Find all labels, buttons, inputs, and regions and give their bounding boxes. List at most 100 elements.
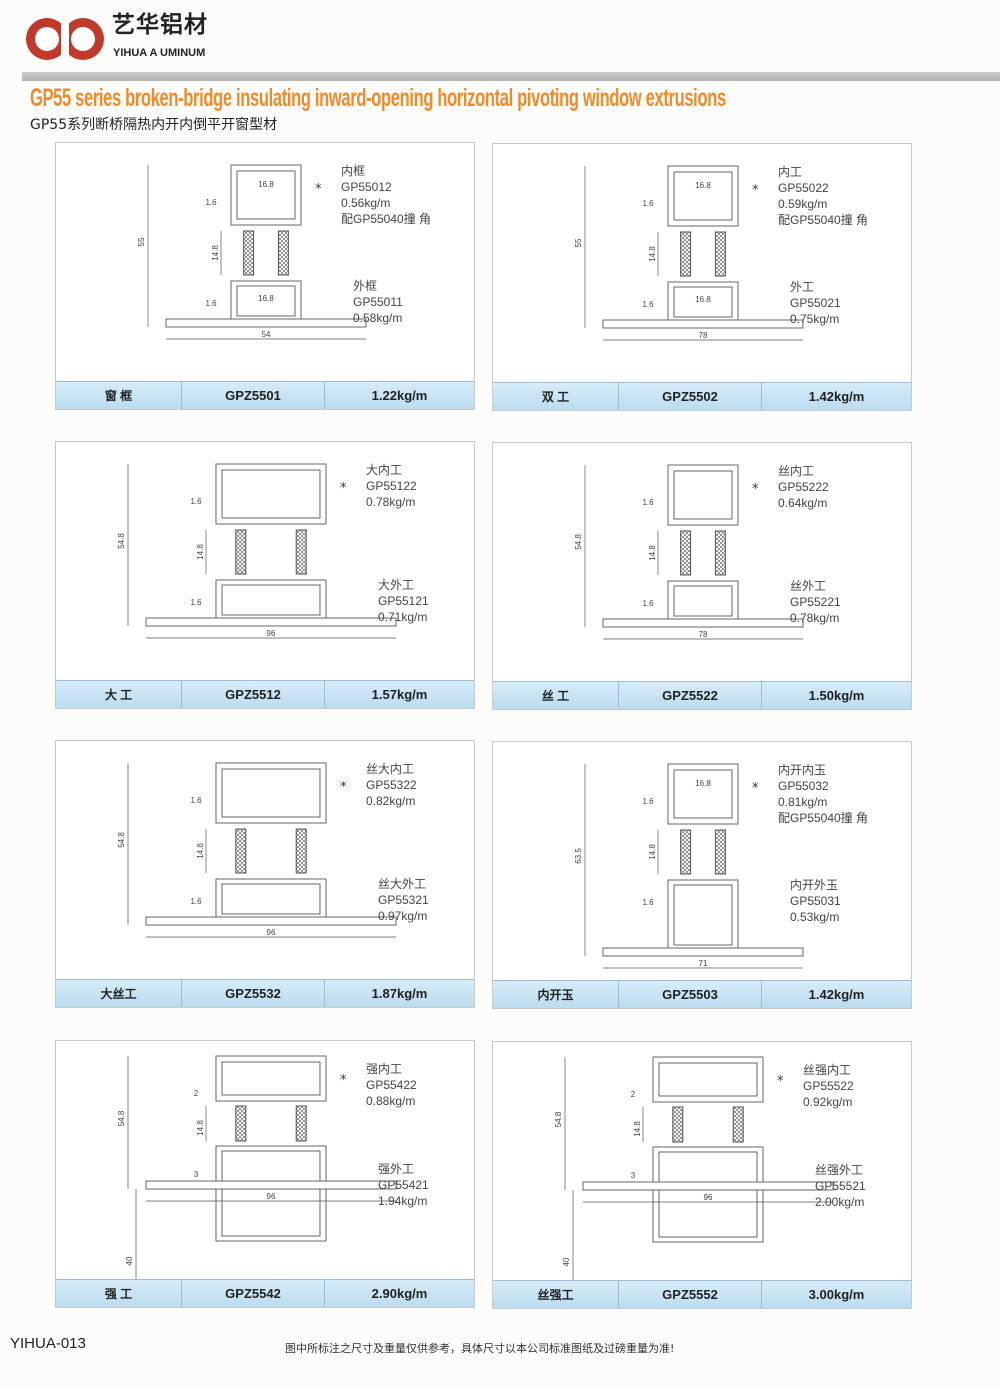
assembly-weight: 1.42kg/m: [808, 389, 865, 404]
outer-chamber: [673, 286, 733, 318]
part-note: 配GP55040撞 角: [778, 213, 869, 227]
base-flange: [582, 1181, 834, 1191]
wall-dimension: 1.6: [190, 598, 202, 607]
part-name: 内开外玉: [790, 878, 839, 892]
assembly-weight: 1.57kg/m: [371, 687, 428, 702]
width-dimension: 96: [267, 629, 276, 638]
width-dimension: 78: [699, 331, 708, 340]
assembly-name: 内开玉: [493, 981, 619, 1008]
part-name: 丝外工: [790, 579, 827, 593]
part-code: GP55321: [378, 893, 429, 907]
height-dimension: 54.8: [117, 533, 126, 549]
asterisk-mark: *: [752, 183, 759, 198]
base-flange: [165, 318, 367, 328]
assembly-name: 窗 框: [56, 382, 182, 409]
thermal-strip: [680, 231, 692, 277]
part-name: 大外工: [378, 578, 415, 592]
cavity-dimension: 16.8: [258, 180, 274, 189]
part-name: 内工: [778, 165, 803, 179]
wall-dimension: 1.6: [190, 897, 202, 906]
brand-name-en: YIHUA A UMINUM: [113, 47, 206, 59]
part-name: 强外工: [378, 1162, 415, 1176]
part-code: GP55422: [366, 1078, 417, 1092]
wall-dimension: 1.6: [190, 497, 202, 506]
bridge-dimension: 14.8: [211, 245, 220, 261]
assembly-code: GPZ5502: [619, 383, 762, 410]
thermal-strip: [235, 828, 247, 874]
part-name: 丝大外工: [378, 877, 427, 891]
bridge-dimension: 14.8: [196, 1120, 205, 1136]
assembly-name: 大 工: [56, 681, 182, 708]
disclaimer-note: 图中所标注之尺寸及重量仅供参考，具体尺寸以本公司标准图纸及过磅重量为准!: [285, 1342, 675, 1355]
assembly-name: 双 工: [493, 383, 619, 410]
assembly-name: 强 工: [56, 1280, 182, 1307]
part-name: 丝强外工: [815, 1163, 864, 1177]
part-name: 外工: [790, 280, 815, 294]
asterisk-mark: *: [340, 780, 347, 795]
assembly-weight: 1.42kg/m: [808, 987, 865, 1002]
thermal-strip: [235, 1105, 247, 1142]
assembly-code: GPZ5503: [619, 981, 762, 1008]
assembly-name: 大丝工: [56, 980, 182, 1007]
bridge-dimension: 14.8: [648, 246, 657, 262]
part-code: GP55222: [778, 480, 829, 494]
inner-chamber: [673, 769, 733, 819]
assembly-code: GPZ5522: [619, 682, 762, 709]
height2-dimension: 40: [125, 1256, 134, 1265]
height-dimension: 54.8: [554, 1111, 563, 1127]
outer-chamber: [221, 1150, 321, 1237]
thermal-strip: [680, 530, 692, 576]
asterisk-mark: *: [752, 781, 759, 796]
outer-chamber: [236, 285, 296, 317]
header-divider: [22, 72, 1000, 81]
asterisk-mark: *: [752, 482, 759, 497]
page-number: YIHUA-013: [10, 1335, 86, 1352]
cavity-dimension: 16.8: [258, 294, 274, 303]
inner-chamber: [221, 1061, 321, 1096]
part-weight: 0.64kg/m: [778, 496, 828, 510]
bridge-dimension: 14.8: [648, 545, 657, 561]
assembly-name: 丝强工: [493, 1281, 619, 1308]
part-weight: 0.56kg/m: [341, 196, 391, 210]
inner-chamber: [658, 1062, 758, 1097]
assembly-code: GPZ5532: [182, 980, 325, 1007]
thermal-strip: [732, 1106, 744, 1143]
height-dimension: 55: [137, 237, 146, 246]
part-code: GP55021: [790, 296, 841, 310]
outer-chamber: [221, 584, 321, 616]
thermal-strip: [235, 529, 247, 575]
height-dimension: 63.5: [574, 848, 583, 864]
width-dimension: 96: [267, 1192, 276, 1201]
inner-chamber: [673, 171, 733, 221]
thermal-strip: [714, 231, 726, 277]
thermal-strip: [680, 829, 692, 875]
assembly-weight: 2.90kg/m: [371, 1286, 428, 1301]
thermal-strip: [277, 230, 289, 276]
part-name: 丝强内工: [803, 1063, 852, 1077]
wall-dimension: 3: [194, 1170, 199, 1179]
part-code: GP55022: [778, 181, 829, 195]
thermal-strip: [714, 530, 726, 576]
wall-dimension: 1.6: [205, 198, 217, 207]
wall-dimension: 1.6: [190, 796, 202, 805]
thermal-strip: [243, 230, 255, 276]
page-title-cn: GP55系列断桥隔热内开内倒平开窗型材: [30, 117, 278, 133]
part-weight: 0.53kg/m: [790, 910, 840, 924]
